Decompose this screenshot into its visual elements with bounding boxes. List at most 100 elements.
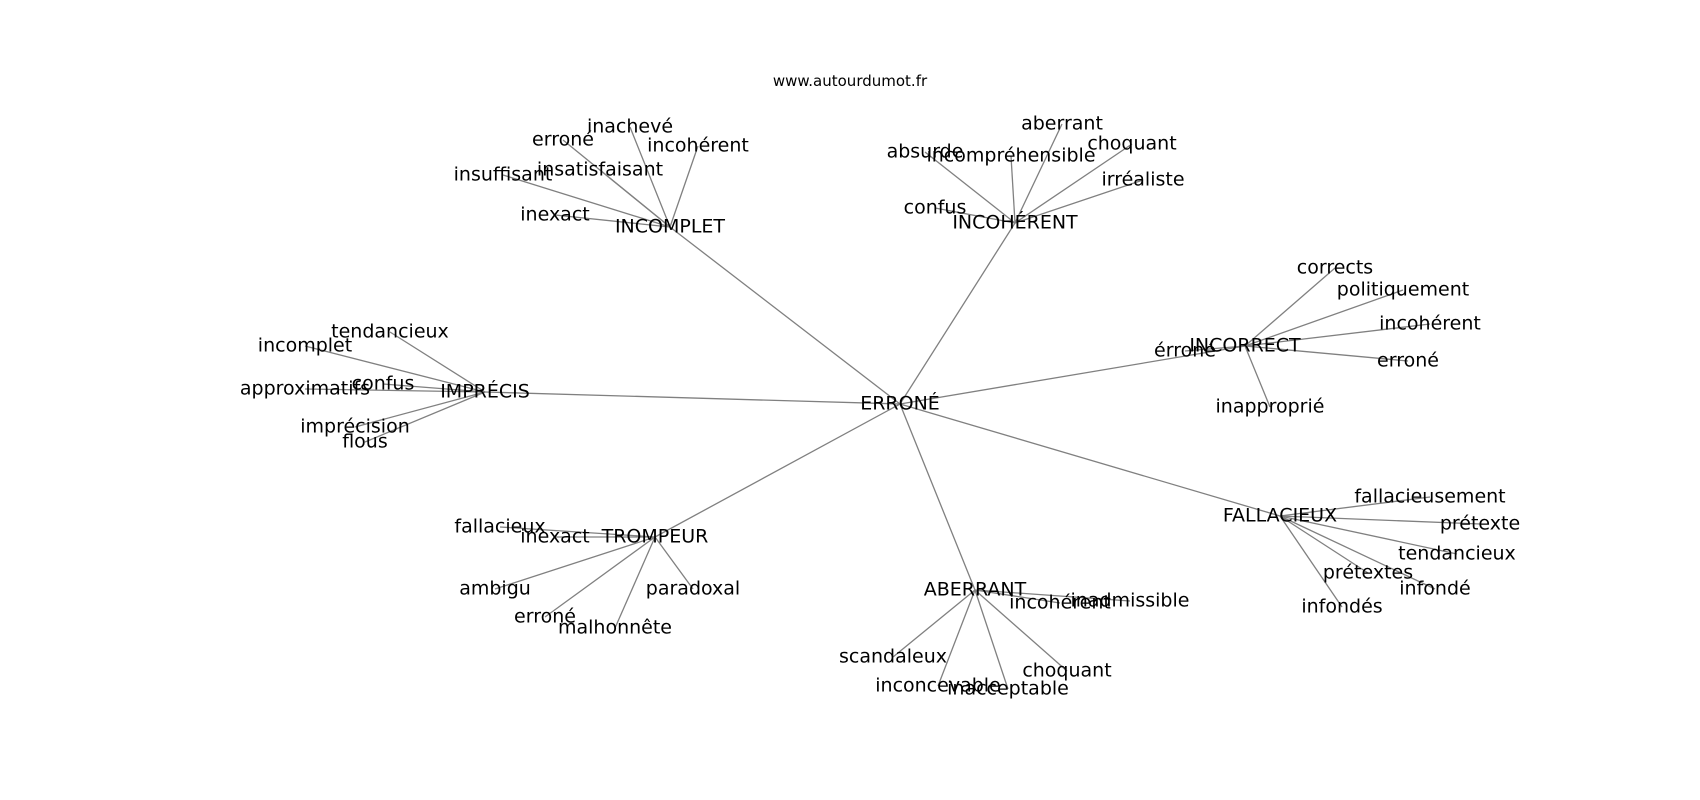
- edge-cluster-4-word-2: [1279, 515, 1458, 555]
- word-node[interactable]: incompréhensible: [926, 145, 1095, 167]
- edge-cluster-2-word-4: [1184, 345, 1246, 352]
- edge-root-1: [899, 222, 1016, 405]
- word-node[interactable]: inexact: [520, 526, 589, 548]
- word-node[interactable]: inachevé: [587, 116, 673, 138]
- edge-cluster-4-word-1: [1279, 515, 1481, 525]
- word-node[interactable]: inexact: [520, 204, 589, 226]
- edge-cluster-1-word-5: [934, 207, 1016, 224]
- word-node[interactable]: tendancieux: [331, 321, 449, 343]
- edge-cluster-2-word-5: [1244, 345, 1271, 408]
- word-node[interactable]: incohérent: [1379, 313, 1481, 335]
- cluster-node[interactable]: FALLACIEUX: [1223, 505, 1337, 527]
- word-node[interactable]: confus: [352, 373, 415, 395]
- word-node[interactable]: erroné: [532, 129, 594, 151]
- word-node[interactable]: incomplet: [258, 335, 352, 357]
- edge-root-2: [899, 345, 1246, 405]
- edge-cluster-1-word-2: [1010, 155, 1016, 224]
- edge-cluster-4-word-4: [1279, 515, 1436, 590]
- word-node[interactable]: erroné: [1377, 350, 1439, 372]
- edge-cluster-0-word-2: [669, 145, 699, 228]
- edge-cluster-2-word-3: [1244, 345, 1409, 362]
- word-node[interactable]: tendancieux: [1398, 543, 1516, 565]
- word-node[interactable]: érroné: [1154, 340, 1216, 362]
- word-node[interactable]: inadmissible: [1071, 590, 1190, 612]
- edge-cluster-6-word-1: [974, 589, 1131, 602]
- edge-cluster-4-word-5: [1279, 515, 1343, 608]
- word-node[interactable]: aberrant: [1021, 113, 1103, 135]
- root-node[interactable]: ERRONÉ: [860, 392, 940, 415]
- word-node[interactable]: choquant: [1022, 660, 1111, 682]
- word-node[interactable]: incohérent: [1009, 592, 1111, 614]
- word-node[interactable]: erroné: [514, 606, 576, 628]
- edge-cluster-2-word-2: [1244, 323, 1431, 347]
- word-node[interactable]: choquant: [1087, 133, 1176, 155]
- cluster-node[interactable]: IMPRÉCIS: [440, 380, 530, 403]
- word-node[interactable]: infondé: [1399, 578, 1470, 600]
- edge-cluster-3-word-2: [382, 383, 486, 393]
- word-node[interactable]: insuffisant: [454, 164, 553, 186]
- cluster-node[interactable]: INCORRECT: [1189, 335, 1301, 357]
- word-node[interactable]: imprécision: [300, 416, 410, 438]
- edge-cluster-1-word-0: [1014, 123, 1063, 224]
- edge-cluster-5-word-4: [614, 536, 656, 629]
- word-node[interactable]: absurde: [887, 141, 964, 163]
- cluster-node[interactable]: ABERRANT: [924, 579, 1027, 601]
- edge-cluster-0-word-3: [599, 169, 671, 228]
- word-node[interactable]: fallacieusement: [1354, 486, 1505, 508]
- word-node[interactable]: scandaleux: [839, 646, 947, 668]
- word-node[interactable]: ambigu: [459, 578, 531, 600]
- word-node[interactable]: malhonnête: [558, 617, 672, 639]
- graph-edges: [304, 123, 1481, 690]
- edge-cluster-2-word-0: [1244, 267, 1336, 347]
- graph-labels: erronéinachevéincohérentinsatisfaisantin…: [240, 113, 1520, 700]
- word-node[interactable]: fallacieux: [454, 516, 545, 538]
- edge-root-3: [484, 391, 901, 405]
- edge-cluster-5-word-3: [544, 536, 656, 618]
- word-node[interactable]: irréaliste: [1101, 169, 1184, 191]
- edge-cluster-1-word-1: [924, 151, 1016, 224]
- edge-cluster-6-word-2: [892, 589, 976, 658]
- word-node[interactable]: insatisfaisant: [537, 159, 663, 181]
- edge-cluster-5-word-0: [499, 526, 656, 538]
- word-node[interactable]: infondés: [1301, 596, 1382, 618]
- word-node[interactable]: politiquement: [1337, 279, 1469, 301]
- edge-cluster-0-word-4: [502, 174, 671, 228]
- word-node[interactable]: inconcevable: [875, 675, 1001, 697]
- edge-cluster-1-word-3: [1014, 143, 1133, 224]
- edge-root-6: [899, 403, 976, 591]
- edge-cluster-4-word-3: [1279, 515, 1369, 574]
- edge-cluster-1-word-4: [1014, 179, 1144, 224]
- edge-root-5: [654, 403, 901, 538]
- word-node[interactable]: confus: [904, 197, 967, 219]
- edge-cluster-6-word-3: [937, 589, 976, 687]
- word-node[interactable]: paradoxal: [646, 578, 740, 600]
- word-node[interactable]: incohérent: [647, 135, 749, 157]
- edge-root-4: [899, 403, 1281, 517]
- word-node[interactable]: corrects: [1297, 257, 1373, 279]
- word-node[interactable]: inacceptable: [947, 678, 1069, 700]
- word-node[interactable]: inapproprié: [1216, 396, 1325, 418]
- word-node[interactable]: approximatifs: [240, 378, 370, 400]
- edge-cluster-0-word-5: [554, 214, 671, 228]
- edge-cluster-6-word-4: [974, 589, 1009, 690]
- edge-cluster-5-word-5: [654, 536, 694, 590]
- cluster-node[interactable]: INCOHÉRENT: [952, 211, 1078, 234]
- edge-cluster-3-word-3: [304, 388, 486, 393]
- edge-cluster-3-word-1: [304, 345, 486, 393]
- edge-cluster-3-word-4: [354, 391, 486, 428]
- edge-cluster-4-word-0: [1279, 496, 1431, 517]
- word-node[interactable]: prétextes: [1323, 562, 1413, 584]
- cluster-node[interactable]: TROMPEUR: [601, 526, 709, 548]
- word-node[interactable]: prétexte: [1440, 513, 1520, 535]
- edge-cluster-3-word-0: [389, 331, 486, 393]
- word-node[interactable]: flous: [342, 431, 388, 453]
- edge-cluster-6-word-5: [974, 589, 1068, 672]
- source-url[interactable]: www.autourdumot.fr: [772, 72, 928, 90]
- edge-cluster-3-word-5: [364, 391, 486, 443]
- cluster-node[interactable]: INCOMPLET: [615, 216, 725, 238]
- edge-cluster-0-word-1: [629, 126, 671, 228]
- edge-cluster-6-word-0: [974, 589, 1061, 604]
- edge-cluster-5-word-2: [494, 536, 656, 590]
- edge-cluster-2-word-1: [1244, 289, 1404, 347]
